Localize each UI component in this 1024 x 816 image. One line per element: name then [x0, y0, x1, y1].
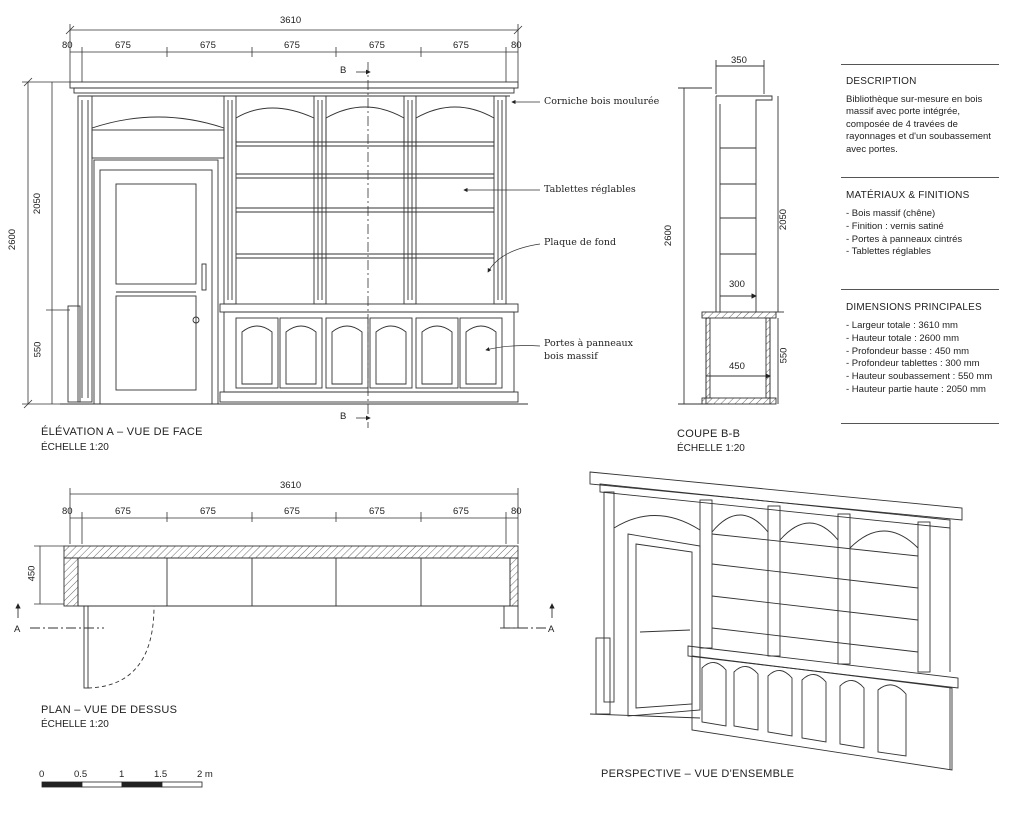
perspective-title: PERSPECTIVE – VUE D'ENSEMBLE	[601, 768, 795, 780]
perspective-drawing	[589, 471, 963, 771]
description-heading: DESCRIPTION	[846, 76, 917, 87]
callout-doors-line1: Portes à panneaux	[544, 338, 634, 349]
plan-bay-width-3: 675	[284, 506, 300, 517]
materials-item: - Portes à panneaux cintrés	[846, 233, 963, 245]
plan-depth: 450	[26, 565, 38, 582]
dimensions-item: - Profondeur tablettes : 300 mm	[846, 358, 980, 370]
elevation-bay-width-5: 675	[453, 40, 469, 51]
scale-label-4: 2 m	[197, 769, 213, 780]
plan-dimensions	[34, 488, 519, 605]
plan-bay-width-4: 675	[369, 506, 385, 517]
panel-rule-3	[841, 289, 999, 290]
elevation-drawing	[60, 81, 528, 405]
dimensions-item: - Profondeur basse : 450 mm	[846, 345, 970, 357]
materials-list: - Bois massif (chêne) - Finition : verni…	[841, 208, 999, 259]
panel-rule-2	[841, 177, 999, 178]
elevation-section-line	[356, 62, 371, 428]
plan-title: PLAN – VUE DE DESSUS	[41, 704, 178, 716]
scale-bar	[41, 781, 203, 788]
plan-scale: ÉCHELLE 1:20	[41, 719, 109, 730]
scale-label-3: 1.5	[154, 769, 168, 780]
callout-doors-line2: bois massif	[544, 351, 598, 362]
plan-bay-width-6: 80	[511, 506, 522, 517]
plan-section-marker-left: A	[14, 624, 21, 635]
materials-block: MATÉRIAUX & FINITIONS - Bois massif (chê…	[841, 190, 999, 259]
elevation-dimensions	[22, 24, 523, 409]
scale-label-0: 0	[39, 769, 45, 780]
plan-bay-width-5: 675	[453, 506, 469, 517]
section-height-lower: 550	[778, 347, 790, 364]
section-shelf-depth: 300	[729, 279, 745, 290]
callout-shelves: Tablettes réglables	[544, 184, 636, 195]
plan-section-marker-right: A	[548, 624, 555, 635]
materials-item: - Tablettes réglables	[846, 246, 931, 258]
section-height-upper: 2050	[778, 208, 790, 231]
plan-bay-width-1: 675	[115, 506, 131, 517]
section-depth-top: 350	[731, 55, 747, 66]
dimensions-heading: DIMENSIONS PRINCIPALES	[846, 302, 982, 313]
panel-rule-bottom	[841, 423, 999, 424]
dimensions-item: - Hauteur partie haute : 2050 mm	[846, 383, 986, 395]
elevation-bay-width-4: 675	[369, 40, 385, 51]
materials-item: - Bois massif (chêne)	[846, 208, 936, 219]
section-drawing	[678, 60, 784, 405]
panel-rule-top	[841, 64, 999, 65]
dimensions-item: - Hauteur totale : 2600 mm	[846, 332, 959, 344]
section-height-total: 2600	[663, 224, 675, 247]
elevation-bay-width-6: 80	[511, 40, 522, 51]
section-title: COUPE B-B	[677, 428, 741, 440]
elevation-height-total: 2600	[7, 228, 19, 251]
dimensions-item: - Hauteur soubassement : 550 mm	[846, 371, 993, 383]
section-base-depth: 450	[729, 361, 745, 372]
elevation-bay-width-3: 675	[284, 40, 300, 51]
elevation-height-lower: 550	[32, 341, 44, 358]
description-block: DESCRIPTION Bibliothèque sur-mesure en b…	[841, 76, 999, 156]
dimensions-block: DIMENSIONS PRINCIPALES - Largeur totale …	[841, 302, 999, 397]
elevation-title: ÉLÉVATION A – VUE DE FACE	[41, 426, 203, 438]
callout-cornice: Corniche bois moulurée	[544, 96, 660, 107]
elevation-height-upper: 2050	[32, 192, 44, 215]
section-marker-top: B	[340, 65, 347, 76]
plan-bay-width-2: 675	[200, 506, 216, 517]
dimensions-list: - Largeur totale : 3610 mm - Hauteur tot…	[841, 320, 999, 397]
plan-bay-width-0: 80	[62, 506, 73, 517]
scale-label-2: 1	[119, 769, 125, 780]
elevation-overall-width: 3610	[280, 15, 302, 26]
materials-heading: MATÉRIAUX & FINITIONS	[846, 190, 970, 201]
elevation-bay-width-0: 80	[62, 40, 73, 51]
callout-leaders	[463, 99, 541, 352]
plan-overall-width: 3610	[280, 480, 302, 491]
callout-back-panel: Plaque de fond	[544, 237, 617, 248]
plan-drawing	[15, 545, 555, 689]
scale-label-1: 0.5	[74, 769, 88, 780]
elevation-bay-width-2: 675	[200, 40, 216, 51]
elevation-bay-width-1: 675	[115, 40, 131, 51]
description-text: Bibliothèque sur-mesure en bois massif a…	[846, 94, 991, 155]
materials-item: - Finition : vernis satiné	[846, 220, 944, 232]
section-marker-bottom: B	[340, 411, 347, 422]
dimensions-item: - Largeur totale : 3610 mm	[846, 320, 958, 331]
elevation-scale: ÉCHELLE 1:20	[41, 442, 109, 453]
section-scale: ÉCHELLE 1:20	[677, 443, 745, 454]
